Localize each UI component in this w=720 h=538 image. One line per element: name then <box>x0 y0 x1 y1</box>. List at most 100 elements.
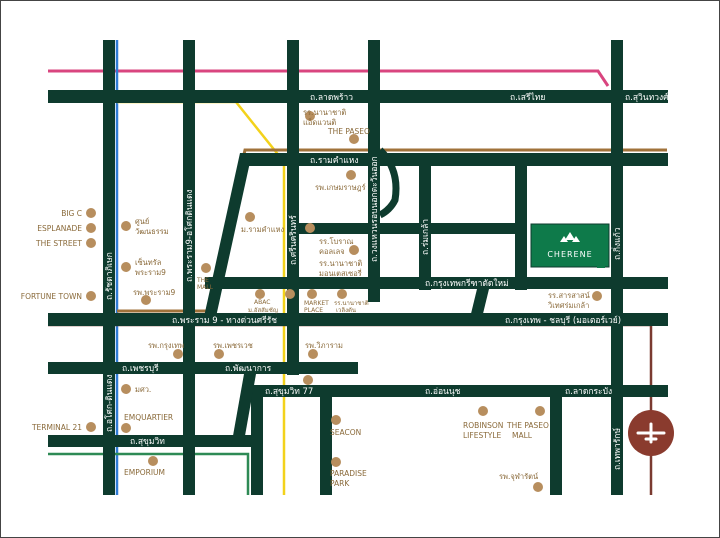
label-ratchadaphisek: ถ.รัชดาภิเษก <box>105 252 115 300</box>
school-person-icon <box>255 289 265 299</box>
label-sukhumvit77: ถ.สุขุมวิท 77 <box>265 387 313 397</box>
label-suwinthawong: ถ.สุวินทวงศ์ <box>625 92 669 103</box>
pink-rail-line <box>48 69 610 87</box>
school-person-icon <box>337 289 347 299</box>
school-person-icon <box>245 212 255 222</box>
mall-dot-icon <box>201 263 211 273</box>
place-kasem-hospital: รพ.เกษมราษฎร์ <box>315 183 366 192</box>
place-markers <box>86 111 602 492</box>
place-central-1: เซ็นทรัล <box>135 257 161 267</box>
road-thepharak <box>611 40 623 495</box>
place-sarasas-1: รร.สารสาสน์ <box>548 291 590 300</box>
label-srinakarin: ถ.ศรีนครินทร์ <box>288 215 299 265</box>
label-kingkaew: ถ.กิ่งแก้ว <box>611 227 623 260</box>
road-ramkhamhaeng <box>240 153 668 166</box>
hospital-plus-icon <box>214 349 224 359</box>
hospital-plus-icon <box>308 349 318 359</box>
mall-dot-icon <box>148 456 158 466</box>
road-sukhumvit <box>48 435 253 447</box>
road-kanchanaphisek <box>368 40 380 302</box>
place-the-paseo: THE PASEO <box>327 127 370 136</box>
road-ratchadaphisek <box>103 40 115 495</box>
mall-dot-icon <box>121 262 131 272</box>
place-paseo-mall-1: THE PASEO <box>506 421 549 430</box>
label-ramkhamhaeng: ถ.รามคำแหง <box>310 156 358 166</box>
road-local-b <box>251 385 263 495</box>
road-kingkaew <box>550 390 562 495</box>
place-abac-sub: ม.อัสสัมชัญ <box>248 307 278 314</box>
mall-dot-icon <box>86 422 96 432</box>
road-lat-phrao <box>48 90 668 103</box>
road-phetchaburi <box>48 362 358 374</box>
landmark-dot-icon <box>121 221 131 231</box>
place-rama9-hospital: รพ.พระราม9 <box>133 288 176 297</box>
place-central-2: พระราม9 <box>135 268 166 277</box>
mall-dot-icon <box>331 415 341 425</box>
place-paseo-mall-2: MALL <box>512 431 533 440</box>
place-market-place-2: PLACE <box>304 307 323 314</box>
place-bigc: BIG C <box>61 209 82 218</box>
label-krungthep-kreetha: ถ.กรุงเทพกรีฑาตัดใหม่ <box>425 278 509 289</box>
road-ramkhamhaeng-diagonal <box>202 153 252 326</box>
place-abac: ABAC <box>254 299 270 306</box>
place-sarasas-2: วิเทศร่มเกล้า <box>547 301 589 310</box>
mall-dot-icon <box>307 289 317 299</box>
hospital-plus-icon <box>173 349 183 359</box>
place-paradise-1: PARADISE <box>330 469 367 478</box>
hospital-plus-icon <box>141 295 151 305</box>
label-bangna-motorway: ถ.กรุงเทพ - ชลบุรี (มอเตอร์เวย์) <box>505 315 621 326</box>
place-school-a-1: รร.โบราณ <box>319 237 353 246</box>
place-the-mall-1: THE <box>196 277 209 284</box>
place-ramkhamhaeng-uni: ม.รามคำแหง <box>241 225 285 234</box>
place-school-a-2: คอลเลจ <box>319 247 345 256</box>
project-cherene[interactable] <box>530 223 610 268</box>
place-robinson-1: ROBINSON <box>463 421 503 430</box>
road-krungthep-kreetha <box>205 277 668 289</box>
hospital-plus-icon <box>346 170 356 180</box>
mall-dot-icon <box>121 423 131 433</box>
road-on-nut <box>250 385 668 397</box>
place-intl-school-3: รร.นานาชาติ <box>334 300 369 307</box>
school-person-icon <box>305 223 315 233</box>
place-chula-hospital: รพ.จุฬารัตน์ <box>499 472 538 481</box>
mall-dot-icon <box>86 223 96 233</box>
label-lat-phrao: ถ.ลาดพร้าว <box>310 92 353 103</box>
mall-dot-icon <box>86 208 96 218</box>
mall-dot-icon <box>349 134 359 144</box>
cherene-logo <box>560 232 580 242</box>
label-rama9-motorway: ถ.พระราม 9 - ทางด่วนศรีรัช <box>172 315 277 326</box>
label-sukhumvit: ถ.สุขุมวิท <box>130 437 165 447</box>
place-satit-school-2: แอ็ดแวนติ <box>303 117 336 127</box>
mall-dot-icon <box>535 406 545 416</box>
road-local-a <box>320 385 332 495</box>
label-kanchanaphisek: ถ.วงแหวนรอบนอกตะวันออก <box>370 156 380 262</box>
mall-dot-icon <box>86 238 96 248</box>
place-robinson-2: LIFESTYLE <box>463 431 502 440</box>
place-emquartier: EMQUARTIER <box>124 413 173 422</box>
project-pin <box>597 256 605 268</box>
place-bangkok-hospital: รพ.กรุงเทพ <box>148 341 184 350</box>
place-fortune-town: FORTUNE TOWN <box>21 292 82 301</box>
place-the-mall-2: MALL <box>197 284 214 291</box>
mall-dot-icon <box>86 291 96 301</box>
label-phetchaburi: ถ.เพชรบุรี <box>122 363 159 374</box>
school-person-icon <box>349 245 359 255</box>
place-phyathai-hospital: รพ.เพชรเวช <box>213 341 253 350</box>
place-the-street: THE STREET <box>35 239 82 248</box>
airplane-icon <box>636 422 666 444</box>
road-sukhumvit77-link <box>231 374 256 447</box>
place-satit-school: รร.นานาชาติ <box>303 108 346 117</box>
label-lat-krabang: ถ.ลาดกระบัง <box>565 387 612 397</box>
label-phatthanakan: ถ.พัฒนาการ <box>225 364 272 374</box>
place-esplanade: ESPLANADE <box>37 224 82 233</box>
label-seri-thai: ถ.เสรีไทย <box>510 92 545 103</box>
school-person-icon <box>305 111 315 121</box>
school-person-icon <box>285 289 295 299</box>
place-seacon: SEACON <box>330 428 361 437</box>
place-market-place-1: MARKET <box>304 300 329 307</box>
mall-dot-icon <box>331 457 341 467</box>
project-name: CHERENE <box>547 250 592 259</box>
school-person-icon <box>303 375 313 385</box>
